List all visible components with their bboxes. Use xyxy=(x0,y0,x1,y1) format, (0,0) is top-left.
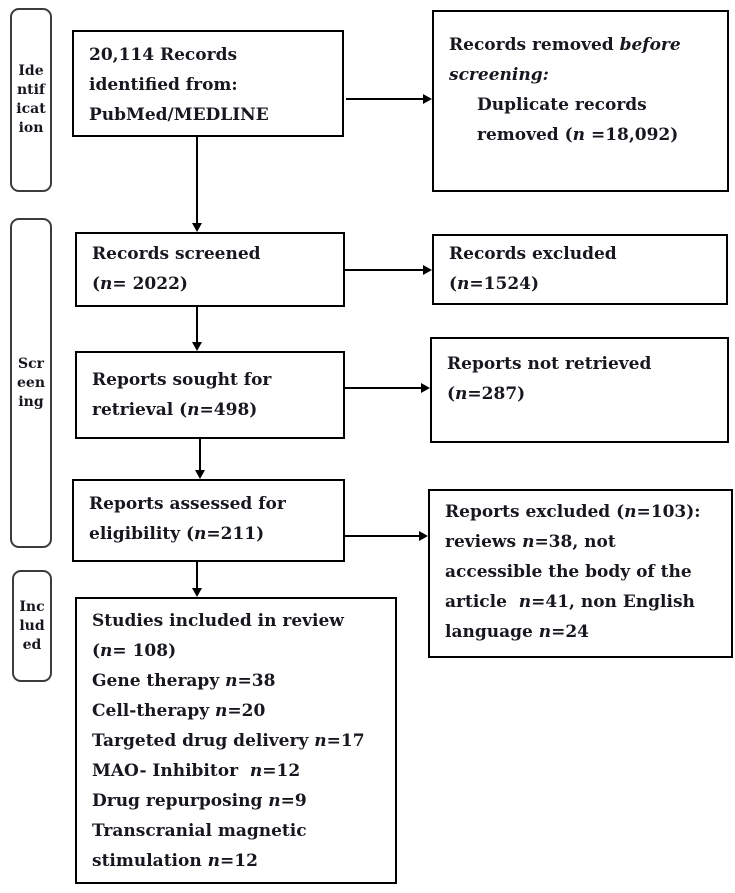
text-line: stimulation n=12 xyxy=(92,851,258,871)
stage-screening-label: Screening xyxy=(17,355,45,410)
text-line: (n=1524) xyxy=(449,274,540,294)
text-line: (n= 2022) xyxy=(92,274,188,294)
text-line: Records excluded xyxy=(449,244,617,264)
text-line: MAO- Inhibitor n=12 xyxy=(92,761,301,781)
text-line: Reports excluded (n=103): xyxy=(445,502,701,522)
box-reports-sought: Reports sought for retrieval (n=498) xyxy=(75,351,345,439)
box-reports-not-retrieved: Reports not retrieved (n=287) xyxy=(430,337,729,443)
text-line: Reports not retrieved xyxy=(447,354,652,374)
arrow-down-screened-to-sought xyxy=(196,307,198,343)
text-line: Records screened xyxy=(92,244,261,264)
text-line: reviews n=38, not xyxy=(445,532,616,552)
box-reports-assessed: Reports assessed for eligibility (n=211) xyxy=(72,479,345,562)
text-line: retrieval (n=498) xyxy=(92,400,258,420)
arrow-right-sought-to-not-retrieved xyxy=(345,387,422,389)
text-line: Records removed before xyxy=(449,35,681,55)
text-line: (n= 108) xyxy=(92,641,177,661)
arrow-right-assessed-to-excluded xyxy=(345,535,420,537)
text-line: Reports sought for xyxy=(92,370,272,390)
text-line: Duplicate records xyxy=(477,95,647,115)
arrow-right-identified-to-removed xyxy=(346,98,424,100)
text-line: (n=287) xyxy=(447,384,526,404)
box-records-screened: Records screened (n= 2022) xyxy=(75,232,345,307)
arrow-down-assessed-to-included xyxy=(196,562,198,589)
text-line: Reports assessed for xyxy=(89,494,286,514)
text-line: Transcranial magnetic xyxy=(92,821,307,841)
stage-included: Included xyxy=(12,570,52,682)
stage-identification-label: Identification xyxy=(16,63,46,136)
text-line: Targeted drug delivery n=17 xyxy=(92,731,365,751)
text-line: article n=41, non English xyxy=(445,592,695,612)
arrow-right-screened-to-excluded xyxy=(345,269,424,271)
stage-identification: Identification xyxy=(10,8,52,192)
text-line: Gene therapy n=38 xyxy=(92,671,276,691)
arrow-down-sought-to-assessed xyxy=(199,439,201,471)
box-records-identified: 20,114 Records identified from: PubMed/MED… xyxy=(72,30,344,137)
stage-included-label: Included xyxy=(19,598,45,653)
text-line: removed (n =18,092) xyxy=(477,125,679,145)
text-line: language n=24 xyxy=(445,622,589,642)
text-line: eligibility (n=211) xyxy=(89,524,265,544)
box-studies-included: Studies included in review (n= 108) Gene t… xyxy=(75,597,397,884)
text-line: Cell-therapy n=20 xyxy=(92,701,266,721)
text-line: identified from: xyxy=(89,75,238,95)
box-reports-excluded: Reports excluded (n=103): reviews n=38, n… xyxy=(428,489,733,658)
text-line: 20,114 Records xyxy=(89,45,238,65)
text-line: PubMed/MEDLINE xyxy=(89,105,269,125)
text-line: Drug repurposing n=9 xyxy=(92,791,307,811)
box-records-removed: Records removed before screening: Duplicat… xyxy=(432,10,729,192)
text-line: screening: xyxy=(449,65,549,85)
box-records-excluded: Records excluded (n=1524) xyxy=(432,234,728,305)
text-line: Studies included in review xyxy=(92,611,344,631)
arrow-down-identified-to-screened xyxy=(196,137,198,224)
stage-screening: Screening xyxy=(10,218,52,548)
text-line: accessible the body of the xyxy=(445,562,692,582)
